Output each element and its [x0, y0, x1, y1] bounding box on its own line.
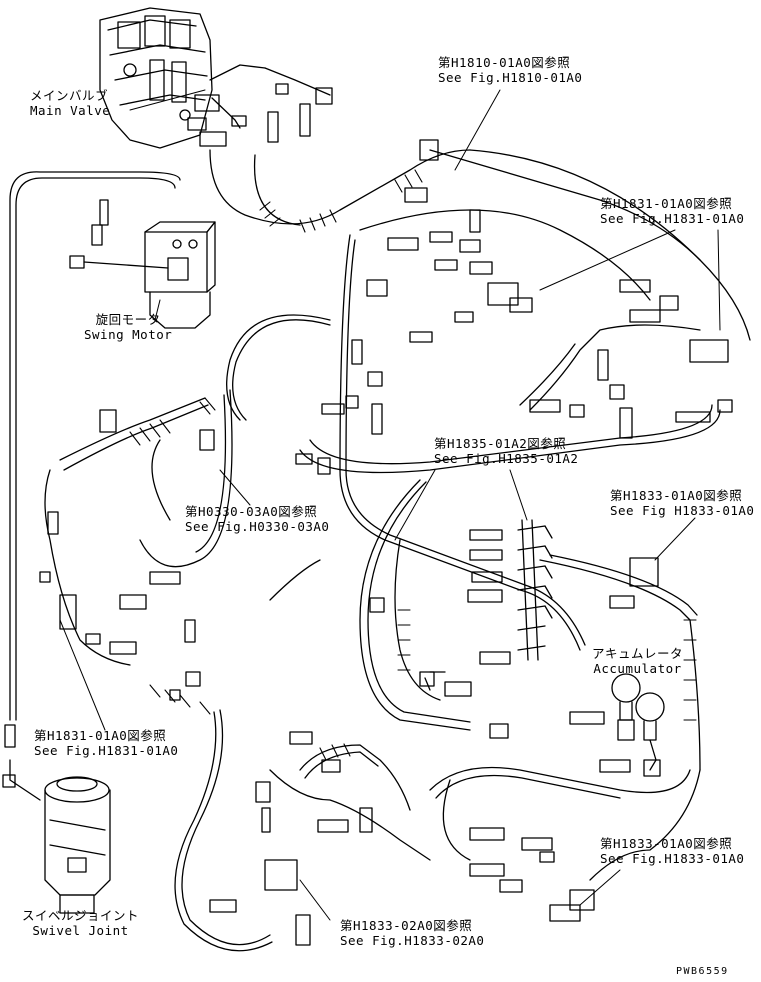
- ref-label-jp: 第H1835-01A2図参照: [434, 436, 567, 451]
- ref-label-en: See Fig.H1831-01A0: [600, 211, 745, 226]
- ref-label-jp: 第H1831-01A0図参照: [600, 196, 733, 211]
- accumulator-drawing: [611, 673, 665, 777]
- main-valve-label-en: Main Valve: [30, 103, 111, 118]
- ref-label-jp: 第H1833-02A0図参照: [340, 918, 473, 933]
- ref-label-jp: 第H1833-01A0図参照: [600, 836, 733, 851]
- accumulator-label-en: Accumulator: [593, 661, 682, 676]
- swing-motor-label-en: Swing Motor: [84, 327, 173, 342]
- swivel-joint-label-jp: スイベルジョイント: [22, 908, 140, 923]
- ref-label-h1810: 第H1810-01A0図参照 See Fig.H1810-01A0: [438, 55, 582, 85]
- accumulator-label-jp: アキュムレータ: [592, 646, 684, 661]
- ref-label-h1831-top: 第H1831-01A0図参照 See Fig.H1831-01A0: [600, 196, 744, 226]
- ref-label-jp: 第H1810-01A0図参照: [438, 55, 571, 70]
- ref-label-en: See Fig.H1833-01A0: [600, 851, 745, 866]
- drawing-code: PWB6559: [676, 966, 729, 977]
- swivel-joint-drawing: [2, 724, 111, 914]
- ref-label-en: See Fig.H1810-01A0: [438, 70, 583, 85]
- swing-motor-label: 旋回モータ Swing Motor: [84, 312, 172, 342]
- ref-label-h1833-02: 第H1833-02A0図参照 See Fig.H1833-02A0: [340, 918, 484, 948]
- leader-lines: [59, 89, 721, 921]
- ref-label-h1835: 第H1835-01A2図参照 See Fig.H1835-01A2: [434, 436, 578, 466]
- ref-label-jp: 第H1831-01A0図参照: [34, 728, 167, 743]
- accumulator-label: アキュムレータ Accumulator: [592, 646, 683, 676]
- main-valve-drawing: [99, 7, 333, 149]
- main-valve-label: メインバルブ Main Valve: [30, 88, 110, 118]
- ref-label-h1831-left: 第H1831-01A0図参照 See Fig.H1831-01A0: [34, 728, 178, 758]
- swing-motor-label-jp: 旋回モータ: [95, 312, 161, 327]
- swivel-joint-label: スイベルジョイント Swivel Joint: [22, 908, 139, 938]
- ref-label-en: See Fig.H1831-01A0: [34, 743, 179, 758]
- ref-label-h0330: 第H0330-03A0図参照 See Fig.H0330-03A0: [185, 504, 329, 534]
- hose-clamps: [129, 169, 697, 761]
- ref-label-h1833-bottom: 第H1833-01A0図参照 See Fig.H1833-01A0: [600, 836, 744, 866]
- main-valve-label-jp: メインバルブ: [30, 88, 109, 103]
- swing-motor-drawing: [69, 221, 216, 329]
- ref-label-jp: 第H1833-01A0図参照: [610, 488, 743, 503]
- ref-label-en: See Fig.H1833-02A0: [340, 933, 485, 948]
- ref-label-h1833-right: 第H1833-01A0図参照 See Fig H1833-01A0: [610, 488, 754, 518]
- ref-label-jp: 第H0330-03A0図参照: [185, 504, 318, 519]
- ref-label-en: See Fig.H1835-01A2: [434, 451, 579, 466]
- ref-label-en: See Fig.H0330-03A0: [185, 519, 330, 534]
- hoses: [9, 149, 751, 952]
- manifold-blocks: [424, 519, 553, 691]
- swivel-joint-label-en: Swivel Joint: [32, 923, 129, 938]
- ref-label-en: See Fig H1833-01A0: [610, 503, 755, 518]
- fittings: [39, 103, 733, 946]
